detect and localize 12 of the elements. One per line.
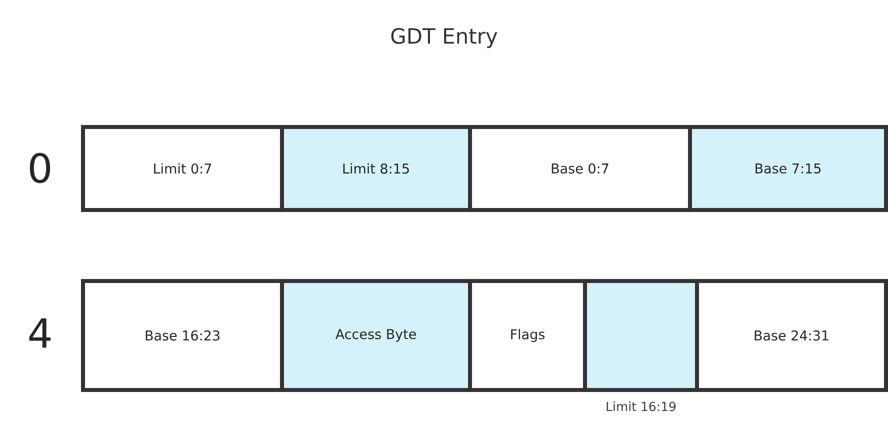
row-offset: 0: [30, 152, 50, 184]
field-caption: Limit 16:19: [606, 402, 676, 412]
table-cell: Base 16:23: [81, 279, 284, 392]
table-cell: Limit 0:7: [81, 125, 284, 212]
table-cell: Base 7:15: [688, 125, 888, 212]
table-cell: Flags: [468, 279, 587, 392]
row-offset: 4: [29, 318, 50, 348]
table-cell: Access Byte: [280, 279, 472, 392]
table-cell: Base 0:7: [468, 125, 692, 212]
table-cell: Base 24:31: [695, 279, 888, 392]
title: GDT Entry: [391, 28, 498, 48]
table-cell: Limit 8:15: [280, 125, 472, 212]
